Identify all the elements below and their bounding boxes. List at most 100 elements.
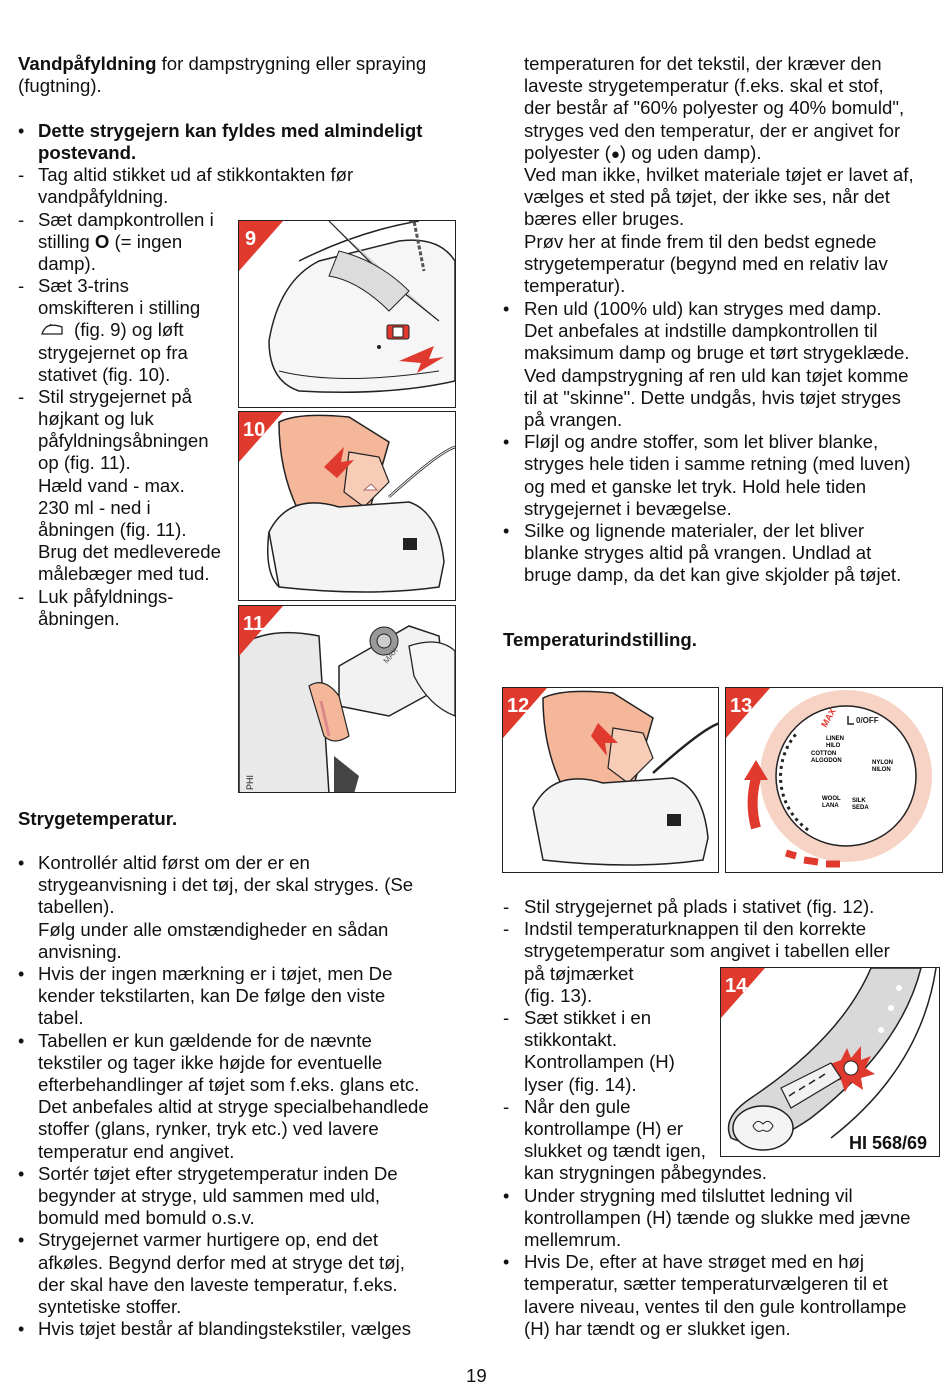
text-line: Tabellen er kun gældende for de nævnte	[38, 1029, 372, 1051]
bold-note: Dette strygejern kan fyldes med almindel…	[38, 120, 423, 141]
text-line: Kontrollampen (H)	[524, 1051, 675, 1073]
step-text: Hæld vand - max.	[38, 475, 185, 496]
dial-label: NILON	[872, 767, 891, 773]
figure-number: 11	[243, 613, 264, 635]
step-text: påfyldningsåbningen	[38, 430, 209, 451]
text-line: Strygejernet varmer hurtigere op, end de…	[38, 1229, 379, 1251]
text-line: kender tekstilarten, kan De følge den vi…	[38, 985, 386, 1007]
text-line: (fig. 13).	[524, 984, 593, 1006]
text-line: kan strygningen påbegyndes.	[524, 1162, 767, 1184]
figure-11: MAX 11 PHI	[238, 605, 456, 793]
text-line: tabel.	[38, 1007, 84, 1029]
step-text: åbningen.	[38, 608, 120, 629]
text-line: slukket og tændt igen,	[524, 1140, 706, 1162]
text-line: bæres eller bruges.	[524, 208, 685, 230]
step-text: målebæger med tud.	[38, 563, 210, 584]
text-line: Kontrollér altid først om der er en	[38, 852, 310, 873]
text-line: strygeanvisning i det tøj, der skal stry…	[38, 874, 414, 896]
text-line: Ved man ikke, hvilket materiale tøjet er…	[524, 164, 914, 185]
text-line: Under strygning med tilsluttet ledning v…	[524, 1184, 853, 1206]
text-line: kontrollampe (H) er	[524, 1118, 684, 1139]
text-line: på vrangen.	[524, 409, 623, 430]
text-line: Ren uld (100% uld) kan stryges med damp.	[524, 298, 882, 319]
text-line: Følg under alle omstændigheder en sådan	[38, 918, 389, 940]
bullet-dot: •	[18, 1319, 25, 1340]
dial-label: SEDA	[852, 805, 869, 811]
text-line: Prøv her at finde frem til den bedst egn…	[524, 230, 877, 252]
bullet-dot: •	[18, 1230, 25, 1251]
figure-number: 12	[507, 695, 529, 717]
dash: -	[503, 918, 510, 940]
text-line: kontrollampen (H) tænde og slukke med jæ…	[524, 1206, 911, 1228]
text-line: Det anbefales altid at stryge specialbeh…	[38, 1096, 429, 1118]
text-line: der består af "60% polyester og 40% bomu…	[524, 97, 905, 119]
figure-number: 9	[245, 228, 256, 250]
step-text: vandpåfyldning.	[38, 186, 169, 207]
dash: -	[18, 275, 25, 296]
section-heading-temperaturindstilling: Temperaturindstilling.	[503, 629, 697, 650]
step-text: stativet (fig. 10).	[38, 364, 171, 385]
text-line: bomuld med bomuld o.s.v.	[38, 1207, 255, 1229]
step-text: (fig. 9) og løft	[74, 319, 184, 340]
text-line: stoffer (glans, rynker, tryk etc.) ved l…	[38, 1118, 379, 1140]
text-line: Silke og lignende materialer, der let bl…	[524, 520, 865, 541]
text-line: lyser (fig. 14).	[524, 1073, 637, 1095]
text-line: Hvis der ingen mærkning er i tøjet, men …	[38, 963, 393, 984]
text-line: syntetiske stoffer.	[38, 1296, 182, 1317]
bullet-dot: •	[503, 1252, 510, 1273]
text-line: (H) har tændt og er slukket igen.	[524, 1317, 791, 1339]
text-line: temperatur).	[524, 275, 626, 296]
bullet-dot: •	[503, 299, 510, 319]
text-line: Det anbefales at indstille dampkontrolle…	[524, 320, 878, 342]
text-line: stryges hele tiden i samme retning (med …	[524, 453, 911, 475]
step-text: damp).	[38, 253, 96, 274]
text-line: laveste strygetemperatur (f.eks. skal et…	[524, 75, 884, 97]
dial-label: WOOL	[822, 796, 841, 802]
text-line: strygetemperatur (begynd med en relativ …	[524, 252, 888, 274]
step-text: Tag altid stikket ud af stikkontakten fø…	[38, 164, 354, 185]
text-line: anvisning.	[38, 940, 122, 962]
dash: -	[18, 586, 25, 607]
steam-iron-symbol-icon	[41, 323, 63, 335]
text-line: stikkontakt.	[524, 1029, 618, 1051]
step-text: op (fig. 11).	[38, 452, 131, 473]
text-line: Ved dampstrygning af ren uld kan tøjet k…	[524, 364, 909, 386]
dash: -	[503, 1095, 510, 1117]
text-line: Sæt stikket i en	[524, 1007, 652, 1028]
text-line: Når den gule	[524, 1095, 631, 1117]
dial-label: COTTON	[811, 751, 836, 757]
section-heading-strygetemperatur: Strygetemperatur.	[18, 808, 178, 829]
bullet-dot: •	[18, 964, 25, 984]
dial-label: SILK	[852, 798, 866, 804]
figure-9: 9	[238, 220, 456, 408]
step-text: strygejernet op fra	[38, 342, 188, 363]
brand-label: PHI	[245, 775, 255, 790]
page-number: 19	[466, 1365, 487, 1386]
text-line: temperaturen for det tekstil, der kræver…	[524, 53, 882, 74]
text-line: temperatur end angivet.	[38, 1140, 235, 1162]
text-line: tabellen).	[38, 896, 115, 918]
bold-note: postevand.	[38, 142, 137, 163]
dash: -	[503, 896, 510, 917]
dash: -	[18, 164, 25, 185]
text-line: strygejernet i bevægelse.	[524, 497, 732, 519]
model-number-label: HI 568/69	[849, 1133, 927, 1153]
step-text: 230 ml - ned i	[38, 497, 151, 518]
text-line: Hvis De, efter at have strøget med en hø…	[524, 1251, 864, 1273]
bullet-dot: •	[503, 432, 510, 453]
dial-label: HILO	[826, 743, 841, 749]
paragraph-line: polyester (●) og uden damp).	[524, 142, 762, 163]
figure-number: 14	[725, 975, 748, 997]
step-text: Stil strygejernet på	[38, 386, 192, 407]
dial-label: ALGODON	[811, 758, 842, 764]
dial-label: LANA	[822, 803, 839, 809]
step-text: Sæt 3-trins	[38, 275, 129, 296]
text-line: bruge damp, da det kan give skjolder på …	[524, 564, 902, 586]
text-line: Fløjl og andre stoffer, som let bliver b…	[524, 431, 879, 453]
text-line: på tøjmærket	[524, 962, 634, 984]
figure-14: 14 HI 568/69	[720, 967, 940, 1157]
bullet-dot: •	[18, 1163, 25, 1184]
figure-number: 13	[730, 695, 752, 717]
intro-line: (fugtning).	[18, 75, 102, 96]
dash: -	[18, 386, 25, 407]
